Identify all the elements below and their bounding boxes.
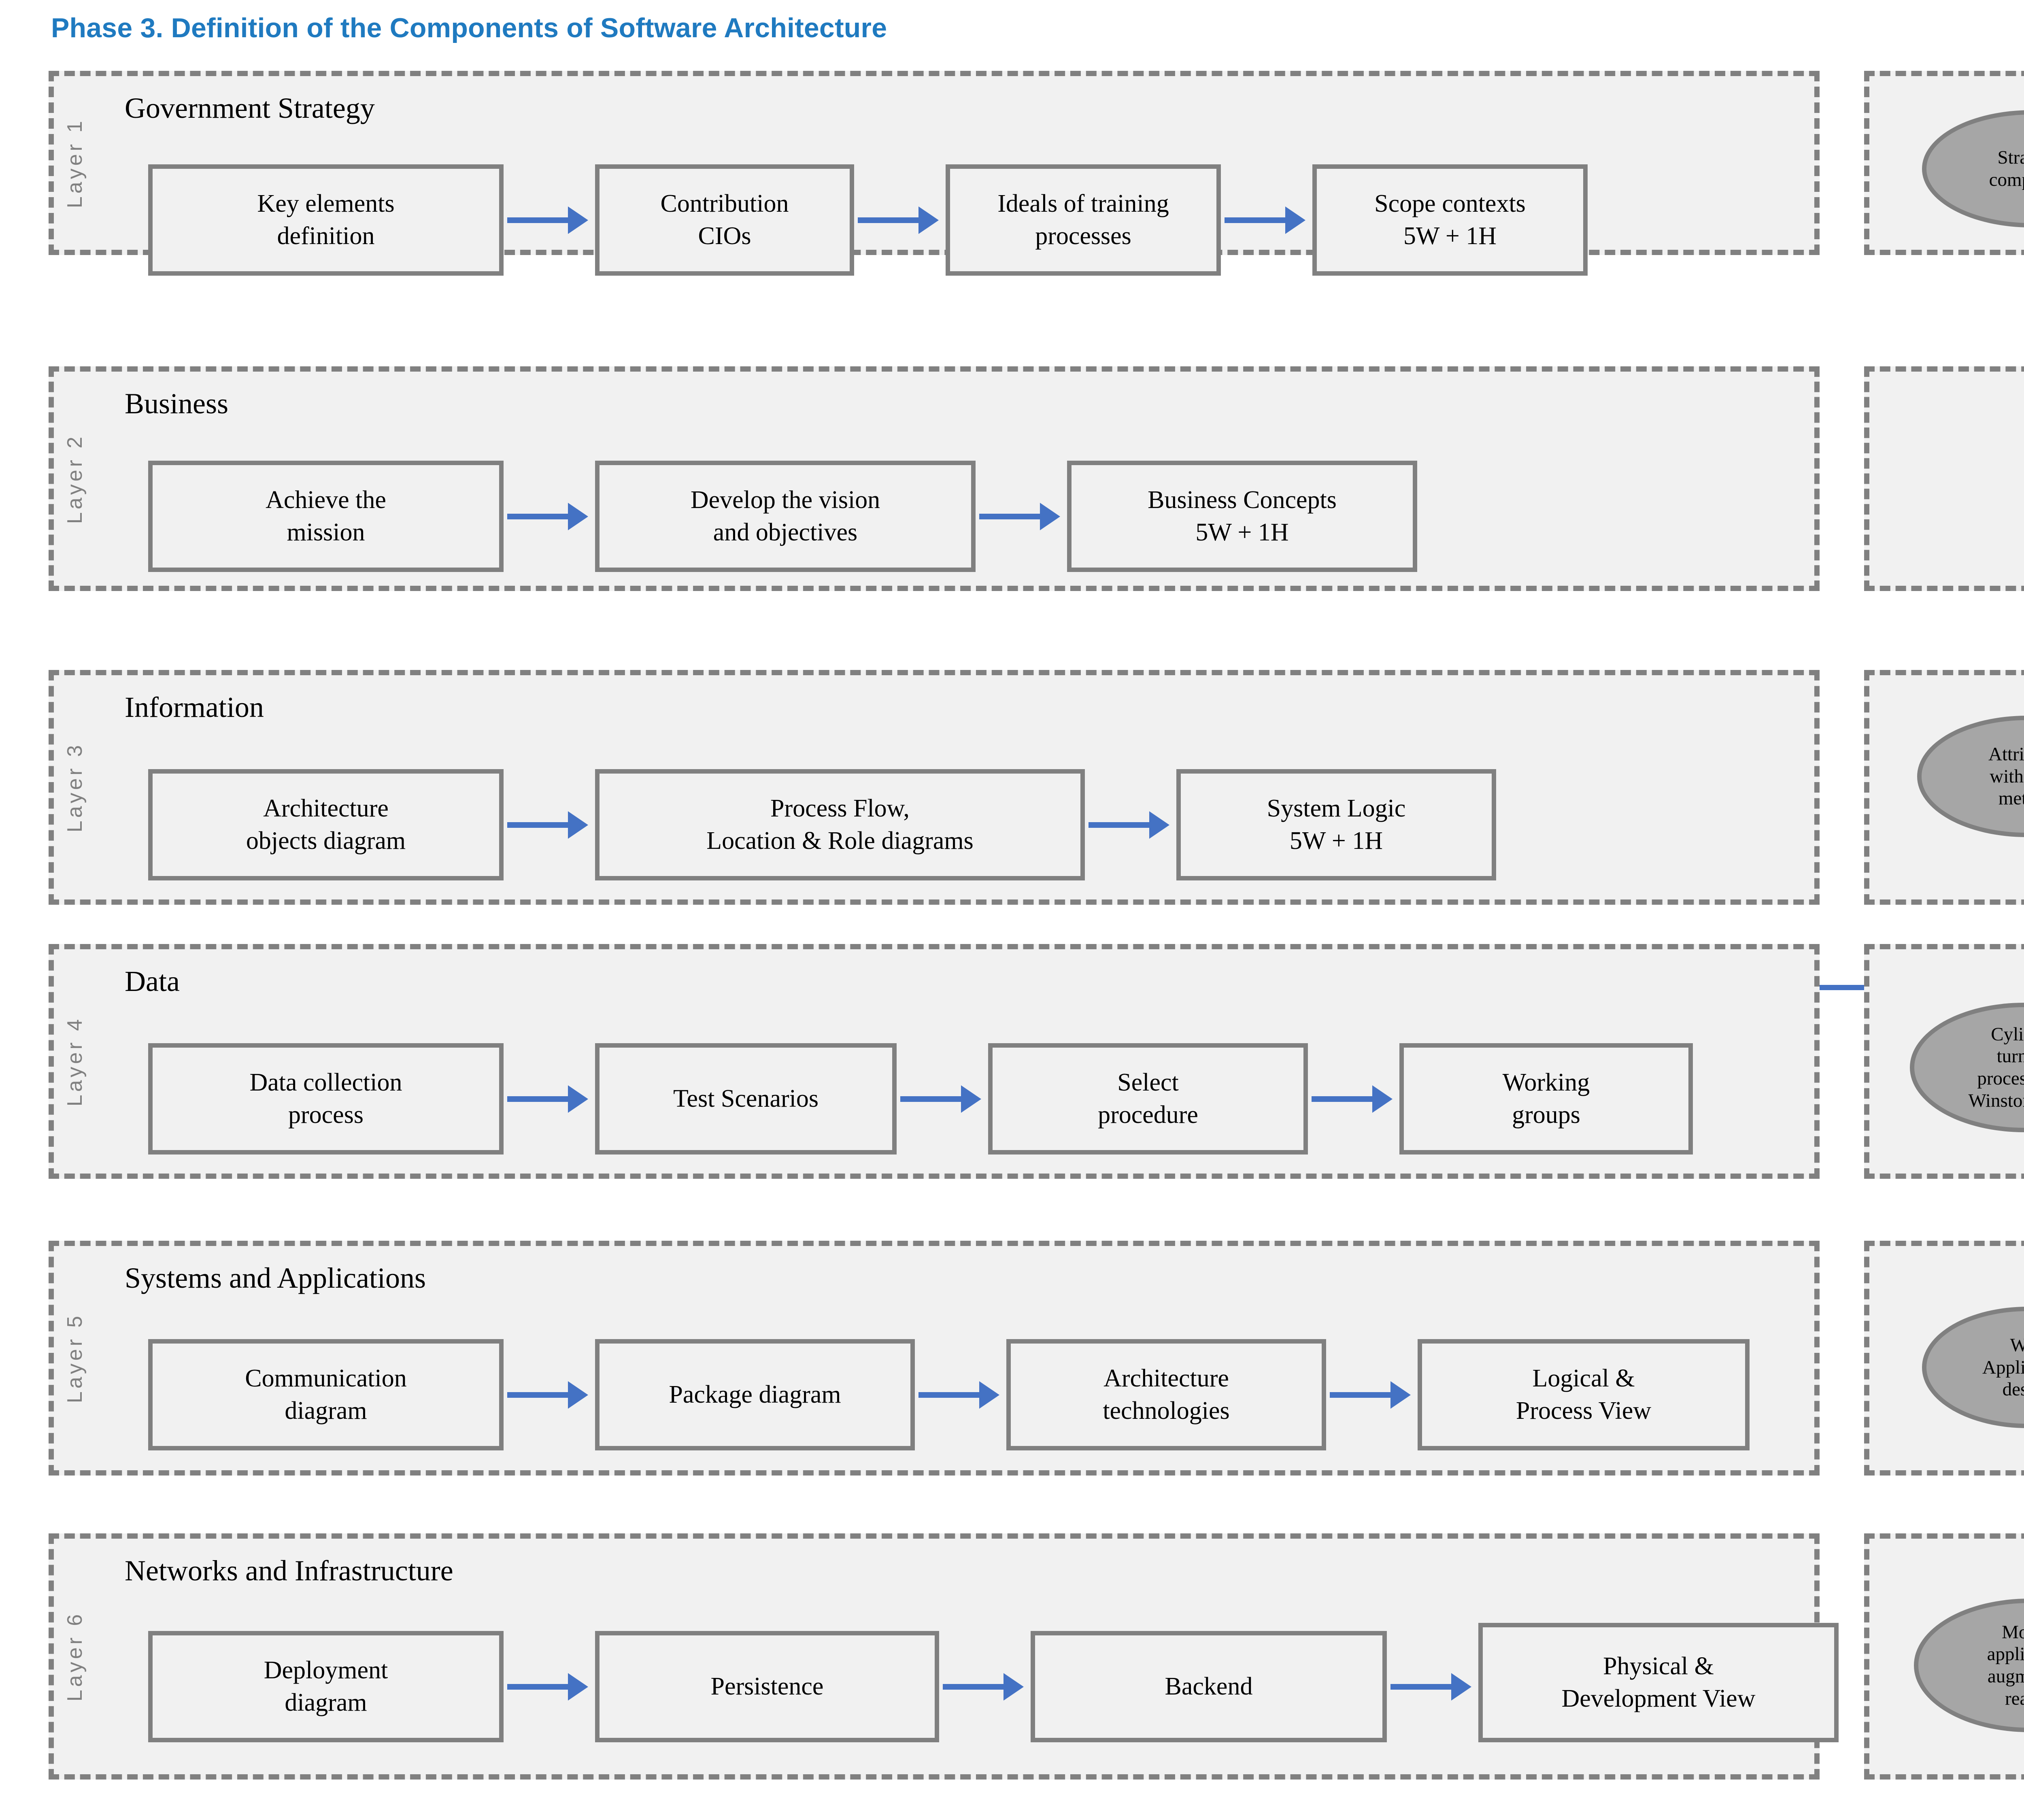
layer-5-tag: Layer 5: [63, 1313, 87, 1403]
layer-5-step-2[interactable]: Package diagram: [595, 1339, 915, 1450]
layer-6-perspective-panel: Mobileapplicationaugmentedreality WebApp…: [1864, 1533, 2024, 1780]
layer-3-step-2[interactable]: Process Flow,Location & Role diagrams: [595, 769, 1085, 880]
layer-1-panel: Layer 1 Government Strategy Key elements…: [49, 71, 1820, 276]
layer-6-tag: Layer 6: [63, 1611, 87, 1702]
layer-6-title: Networks and Infrastructure: [125, 1554, 453, 1587]
layer-5-perspective-panel: WebApplicationdesign MobileApplicationde…: [1864, 1241, 2024, 1476]
layer-4-perspective-panel: Cylinderturningprocess on aWinston Lathe…: [1864, 944, 2024, 1179]
layer-4-tag: Layer 4: [63, 1016, 87, 1107]
layer-3-perspective-panel: Attributeswith theirmetrics ArchitectPer…: [1864, 670, 2024, 905]
layer-4-title: Data: [125, 965, 180, 997]
layer-5-step-4[interactable]: Logical &Process View: [1418, 1339, 1750, 1450]
layer-5-title: Systems and Applications: [125, 1262, 426, 1294]
layer-6-step-2[interactable]: Persistence: [595, 1631, 939, 1742]
layer-1-title: Government Strategy: [125, 92, 375, 124]
layer-1-perspective-panel: Strategiccomponent ExecutivePerspective: [1864, 71, 2024, 255]
layer-2-title: Business: [125, 387, 229, 420]
layer-4-step-2[interactable]: Test Scenarios: [595, 1043, 897, 1155]
layer-2-perspective-panel: BusinessManagementPerspective: [1864, 366, 2024, 591]
layer-1-tag: Layer 1: [63, 118, 87, 208]
layer-2-tag: Layer 2: [63, 434, 87, 524]
layer-3-title: Information: [125, 691, 264, 723]
layer-6-step-3[interactable]: Backend: [1031, 1631, 1387, 1742]
layer-3-tag: Layer 3: [63, 742, 87, 833]
layer-1-perspective-1[interactable]: Strategiccomponent: [1922, 110, 2024, 228]
layer-5-panel: Layer 5 Systems and Applications Communi…: [49, 1241, 1820, 1476]
layer-6-perspective-1[interactable]: Mobileapplicationaugmentedreality: [1914, 1599, 2024, 1732]
layer-3-perspective-1[interactable]: Attributeswith theirmetrics: [1917, 716, 2024, 837]
layer-4-perspective-1[interactable]: Cylinderturningprocess on aWinston Lathe: [1910, 1003, 2024, 1132]
layer-6-step-4[interactable]: Physical &Development View: [1478, 1623, 1839, 1742]
layer-5-perspective-1[interactable]: WebApplicationdesign: [1922, 1307, 2024, 1428]
layer-6-panel: Layer 6 Networks and Infrastructure Depl…: [49, 1533, 1839, 1780]
page-title: Phase 3. Definition of the Components of…: [51, 13, 887, 43]
